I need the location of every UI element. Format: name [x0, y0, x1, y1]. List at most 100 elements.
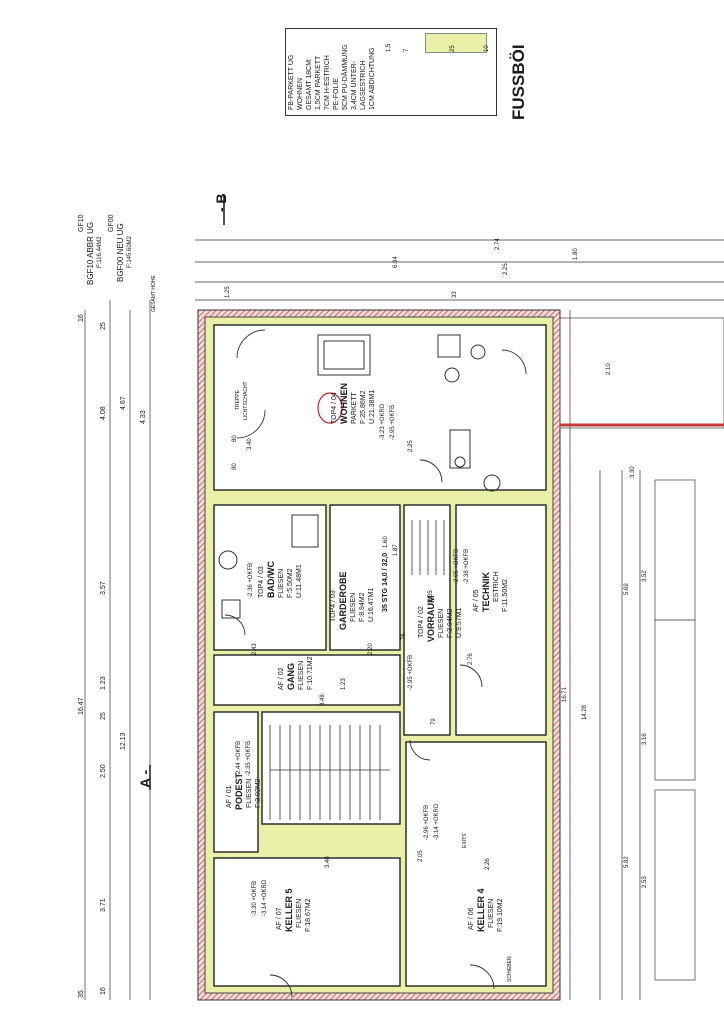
room-area: F:18.67M2 — [305, 898, 312, 932]
dimension-label: 2.43 — [252, 643, 258, 655]
room-area: F:5.50M2 — [287, 568, 294, 598]
legend-line: 1,5CM PARKETT — [315, 55, 322, 110]
room-floor: FLIESEN — [488, 898, 495, 928]
room-name: BAD/WC — [266, 561, 276, 598]
dimension-label: 16 — [78, 314, 85, 322]
dimension-label: 4.67 — [120, 396, 127, 410]
room-floor: PARKETT — [351, 392, 358, 424]
dimension-label: 2.74 — [495, 238, 501, 250]
dimension-label: 4.08 — [100, 406, 107, 420]
dimension-label: 2.05 — [418, 850, 424, 862]
section-mark-a: A - — [137, 769, 153, 788]
room-title: AF / 07 — [276, 907, 283, 930]
dimension-label: 25 — [100, 322, 107, 330]
plan-note: LICHTSCHACHT — [243, 381, 249, 420]
dimension-label: 3.71 — [100, 898, 107, 912]
dimension-label: 2.25 — [408, 440, 414, 452]
dimension-lines — [84, 239, 724, 1000]
legend-thickness: 25 — [450, 45, 456, 52]
legend-line: FB-PARKETT UG — [288, 54, 295, 110]
bgf-label: GF10 — [78, 214, 85, 232]
plan-note: GESAMT HÖHE — [151, 275, 157, 312]
room-name: VORRAUM — [426, 595, 436, 643]
room-floor: FLIESEN — [350, 592, 357, 622]
dimension-label: 1.80 — [573, 248, 579, 260]
legend-layer-swatch — [425, 33, 487, 53]
legend-thickness: 7 — [404, 48, 410, 52]
dimension-label: 1.23 — [341, 678, 347, 690]
dimension-label: 5.69 — [624, 583, 630, 595]
dimension-label: 2.20 — [368, 643, 374, 655]
room-name: WOHNEN — [339, 383, 349, 424]
level-marker: -2.95 +OKFB — [454, 548, 460, 584]
room-perimeter: U:21.38M1 — [369, 389, 376, 424]
room-floor: FLIESEN — [246, 778, 253, 808]
room-title: AF / 06 — [468, 907, 475, 930]
room-perimeter: U:11.48M1 — [296, 564, 303, 598]
level-marker: -2.95 +OKFB — [408, 654, 414, 690]
plan-note: SCHIEBEN — [507, 956, 513, 982]
level-marker: -3.14 +OKRD — [262, 879, 268, 916]
dimension-label: 33 — [452, 291, 458, 298]
room-floor: FLIESEN — [438, 608, 445, 638]
dimension-label: 2.05 — [428, 590, 434, 602]
dimension-label: 1.23 — [100, 676, 107, 690]
section-markers — [149, 195, 225, 790]
plan-note: EXITS — [462, 833, 468, 848]
dimension-label: 2.25 — [503, 263, 509, 275]
room-title: AF / 01 — [226, 785, 233, 808]
room-floor: FLIESEN — [298, 660, 305, 690]
room-area: F:25.86M2 — [360, 390, 367, 424]
bgf-label: BGF10 ABBR UG — [86, 221, 95, 285]
legend-line: 1CM ABDICHTUNG — [369, 47, 376, 110]
room-area: F:10.71M2 — [307, 656, 314, 690]
level-marker: -2.95 +OKFB — [390, 404, 396, 440]
stair-run — [269, 520, 445, 820]
dimension-label: 2.53 — [642, 876, 648, 888]
room-name: KELLER 4 — [476, 888, 486, 932]
dimension-label: 3.16 — [642, 733, 648, 745]
dimension-label: 3.52 — [642, 570, 648, 582]
level-marker: -2.96 +OKFB — [424, 804, 430, 840]
level-marker: -2.35 +OKFB — [246, 740, 252, 776]
dimension-label: 6.94 — [393, 256, 399, 268]
room-area: F:8.94M2 — [359, 592, 366, 622]
dimension-label: 5.82 — [624, 856, 630, 868]
room-title: TOP4 / 03 — [330, 590, 337, 622]
room-name: PODEST — [234, 772, 244, 810]
dimension-label: 1.60 — [383, 536, 389, 548]
stair-label: 35 STG 14,0 / 32,0 — [382, 552, 389, 612]
level-marker: -2.36 +OKFB — [248, 562, 254, 598]
bgf-label: GF00 — [108, 214, 115, 232]
dimension-label: 2.76 — [468, 653, 474, 665]
bgf-label: F:116.44M2 — [97, 236, 103, 268]
bgf-label: F:145.60M2 — [127, 235, 133, 268]
dimension-label: 12.13 — [120, 732, 127, 750]
room-title: TOP4 / 04 — [331, 392, 338, 424]
dimension-label: 1.25 — [225, 286, 231, 298]
legend-thickness: 10 — [484, 45, 490, 52]
legend-brand: FUSSBÖI — [509, 44, 528, 120]
dimension-label: 80 — [232, 435, 238, 442]
level-marker: -3.23 +OKRD — [380, 403, 386, 440]
room-name: KELLER 5 — [284, 888, 294, 932]
room-floor: ESTRICH — [493, 571, 500, 602]
room-title: AF / 02 — [278, 667, 285, 690]
dimension-label: 14.28 — [582, 704, 588, 720]
furniture — [218, 334, 501, 619]
legend-line: WOHNEN — [297, 78, 304, 110]
level-marker: -3.14 +OKRD — [434, 803, 440, 840]
dimension-label: 2.26 — [485, 858, 491, 870]
door-swings — [224, 329, 527, 998]
legend-line: 3,4CM UNTER- — [351, 60, 358, 110]
dimension-label: 2.10 — [606, 363, 612, 375]
room-perimeter: U:16.47M1 — [368, 587, 375, 622]
room-area: F:3.02M2 — [255, 778, 262, 808]
room-name: GARDEROBE — [338, 571, 348, 630]
section-mark-b: - B — [213, 193, 229, 212]
room-area: F:19.10M2 — [497, 898, 504, 932]
dimension-label: 4.33 — [140, 410, 147, 424]
legend-thickness: 1,5 — [386, 43, 392, 52]
room-floors — [213, 324, 547, 987]
